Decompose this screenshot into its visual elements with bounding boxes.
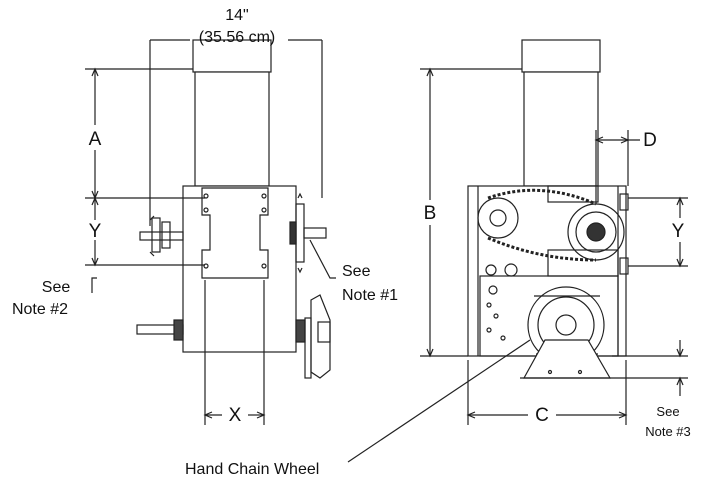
dim-d-label: D <box>643 130 657 151</box>
mounting-plate <box>201 187 269 279</box>
motor-cap <box>192 39 272 73</box>
dim-a-label: A <box>89 129 102 150</box>
left-sprocket <box>151 217 161 253</box>
dim-width-inches: 14" <box>225 7 248 24</box>
hand-chain-wheel-label: Hand Chain Wheel <box>185 461 319 478</box>
side-view <box>347 39 688 463</box>
drive-sprocket <box>477 197 519 239</box>
side-frame <box>467 185 627 357</box>
note3-line1: See <box>656 404 679 419</box>
dim-c-label: C <box>535 405 549 426</box>
front-view <box>85 39 336 425</box>
right-sprocket <box>295 203 305 263</box>
note2-line2: Note #2 <box>12 301 68 318</box>
dim-y-right-label: Y <box>672 221 685 242</box>
gear-housing <box>182 185 297 353</box>
right-shaft <box>303 227 327 239</box>
dim-b-label: B <box>424 203 437 224</box>
note1-line2: Note #1 <box>342 287 398 304</box>
dim-y-left-label: Y <box>89 221 102 242</box>
hand-chain-wheel-leader <box>347 339 531 463</box>
dim-width-cm: (35.56 cm) <box>199 29 275 46</box>
drive-chain <box>487 188 597 262</box>
note2-line1: See <box>42 279 71 296</box>
dim-x-label: X <box>229 405 242 426</box>
hand-chain-wheel-side <box>310 294 331 379</box>
motor-body <box>194 71 270 187</box>
note1-line1: See <box>342 263 371 280</box>
note3-line2: Note #3 <box>645 424 691 439</box>
